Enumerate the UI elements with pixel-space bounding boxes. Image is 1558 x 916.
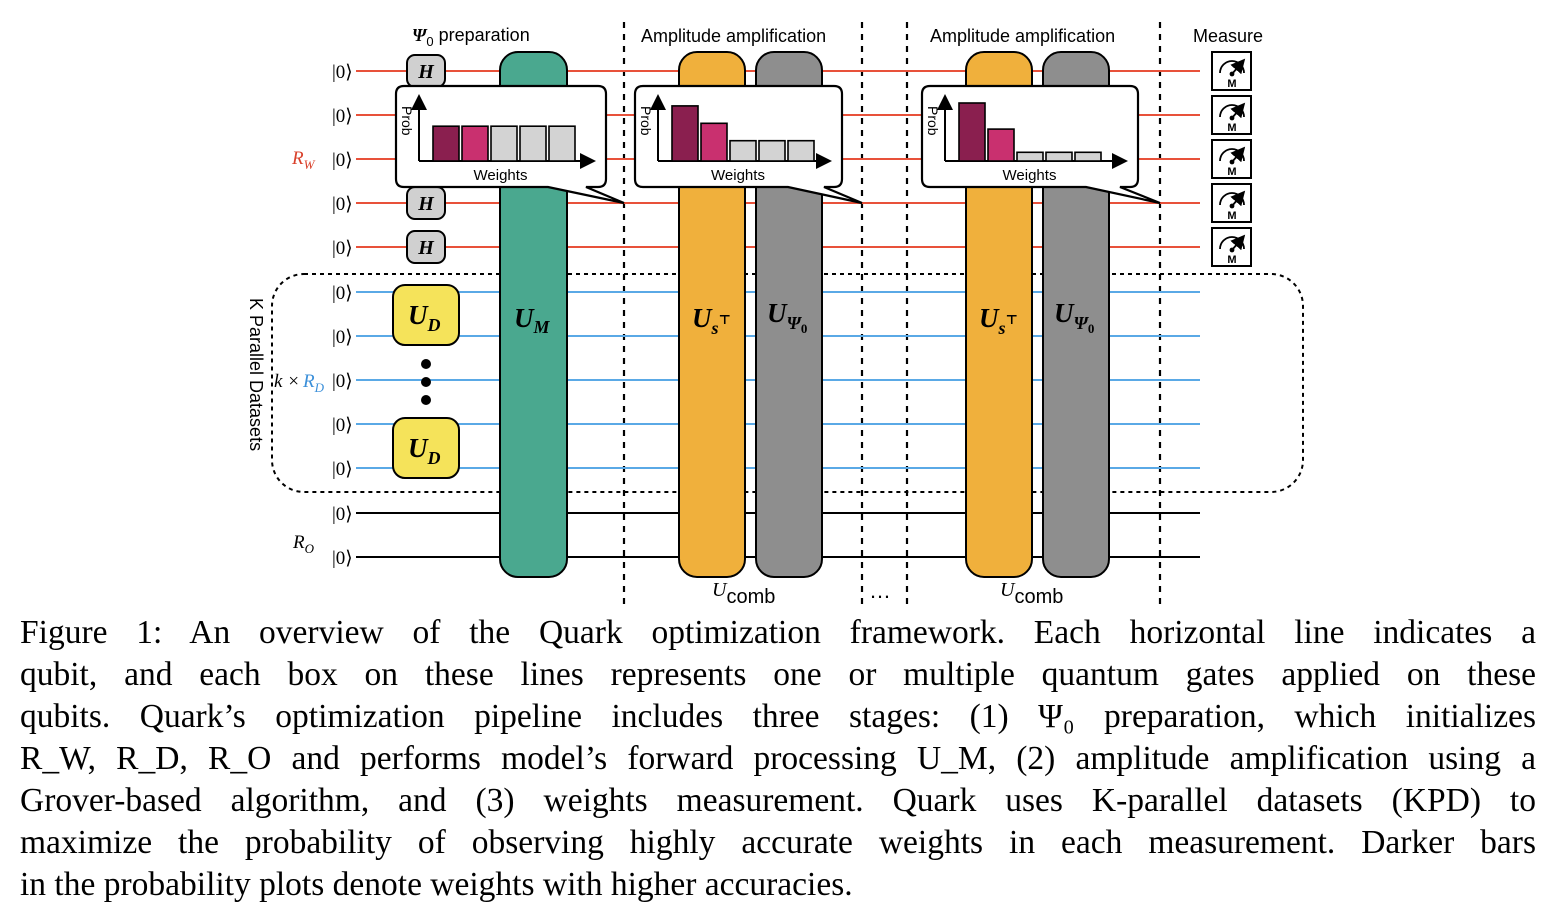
plot-y-label: Prob <box>399 106 415 136</box>
plot-bar <box>700 122 728 162</box>
plot-x-label: Weights <box>474 167 528 184</box>
svg-text:H: H <box>417 61 435 83</box>
stage-title-measure: Measure <box>1193 26 1263 46</box>
caption-line: maximize the probability of observing hi… <box>20 824 1536 861</box>
svg-text:M: M <box>1227 254 1236 266</box>
ket-zero: |0⟩ <box>332 504 353 525</box>
stage-title-amp-1: Amplitude amplification <box>641 26 826 46</box>
plot-bar <box>958 102 986 162</box>
plot-bar <box>1016 151 1044 162</box>
ket-zero: |0⟩ <box>332 327 353 348</box>
h-gate: H <box>406 54 446 88</box>
hadamard-gates: HHH <box>406 54 446 264</box>
ket-zero: |0⟩ <box>332 415 353 436</box>
kpd-label: K Parallel Datasets <box>246 298 266 451</box>
svg-text:UD: UD <box>408 300 441 335</box>
svg-text:UM: UM <box>514 303 551 337</box>
svg-text:H: H <box>417 237 435 259</box>
plot-bar <box>490 125 518 162</box>
stage-separators <box>622 22 1162 605</box>
rw-register-label: RW <box>291 148 316 172</box>
ket-zero: |0⟩ <box>332 106 353 127</box>
plot-y-label: Prob <box>925 106 941 136</box>
plot-callout <box>920 84 1161 205</box>
rd-register-label: k ×RD <box>274 371 325 395</box>
measure-meter-icon: M <box>1211 227 1252 267</box>
ud-gate-top: UD <box>392 284 460 346</box>
plot-bar <box>1074 151 1102 162</box>
svg-text:M: M <box>1227 122 1236 134</box>
caption-line: Figure 1: An overview of the Quark optim… <box>20 614 1536 651</box>
ucomb-label-1: Ucomb <box>712 579 775 608</box>
stage-title-prep: Ψ0 preparation <box>412 25 530 49</box>
plot-bar <box>987 128 1015 162</box>
plot-bar <box>548 125 576 162</box>
ellipsis-dots-icon <box>421 359 431 405</box>
caption-line: Grover-based algorithm, and (3) weights … <box>20 782 1536 819</box>
ud-gate-bottom: UD <box>392 417 460 479</box>
ket-zero: |0⟩ <box>332 238 353 259</box>
stage-ellipsis: … <box>869 578 891 603</box>
measure-meter-icon: M <box>1211 139 1252 179</box>
plot-y-label: Prob <box>638 106 654 136</box>
svg-text:Us⊤: Us⊤ <box>692 303 731 338</box>
ket-zero: |0⟩ <box>332 194 353 215</box>
ket-zero: |0⟩ <box>332 548 353 569</box>
plot-bar <box>1045 151 1073 162</box>
plot-x-label: Weights <box>1003 167 1057 184</box>
svg-text:UΨ0: UΨ0 <box>1054 298 1094 336</box>
caption-line: qubit, and each box on these lines repre… <box>20 656 1536 693</box>
measurement-meters: M M M M M <box>1211 51 1252 267</box>
ket-zero: |0⟩ <box>332 283 353 304</box>
svg-text:Us⊤: Us⊤ <box>979 303 1018 338</box>
svg-text:H: H <box>417 193 435 215</box>
svg-text:UΨ0: UΨ0 <box>767 298 807 336</box>
caption-line: R_W, R_D, R_O and performs model’s forwa… <box>20 740 1536 777</box>
plot-bar <box>787 139 815 162</box>
plot-x-label: Weights <box>711 167 765 184</box>
plot-bar <box>671 105 699 162</box>
h-gate: H <box>406 230 446 264</box>
svg-text:UD: UD <box>408 433 441 468</box>
plot-bar <box>729 139 757 162</box>
stage-title-amp-2: Amplitude amplification <box>930 26 1115 46</box>
svg-text:M: M <box>1227 210 1236 222</box>
svg-text:M: M <box>1227 166 1236 178</box>
quark-circuit-diagram: Ψ0 preparation Amplitude amplification A… <box>246 22 1304 608</box>
ket-zero: |0⟩ <box>332 62 353 83</box>
ucomb-label-2: Ucomb <box>1000 579 1063 608</box>
svg-text:M: M <box>1227 78 1236 90</box>
caption-line: in the probability plots denote weights … <box>20 866 853 903</box>
ket-labels: |0⟩ |0⟩ |0⟩ |0⟩ |0⟩ |0⟩ |0⟩ |0⟩ |0⟩ |0⟩ |0⟩ |0⟩ <box>332 62 353 569</box>
plot-bar <box>519 125 547 162</box>
plot-bar <box>461 125 489 162</box>
h-gate: H <box>406 186 446 220</box>
ro-register-label: RO <box>292 532 315 556</box>
plot-bar <box>758 139 786 162</box>
measure-meter-icon: M <box>1211 51 1252 91</box>
figure-caption: Figure 1: An overview of the Quark optim… <box>20 612 1536 906</box>
caption-line: qubits. Quark’s optimization pipeline in… <box>20 698 1536 735</box>
measure-meter-icon: M <box>1211 95 1252 135</box>
plot-bar <box>432 125 460 162</box>
ket-zero: |0⟩ <box>332 371 353 392</box>
measure-meter-icon: M <box>1211 183 1252 223</box>
ket-zero: |0⟩ <box>332 459 353 480</box>
ket-zero: |0⟩ <box>332 150 353 171</box>
